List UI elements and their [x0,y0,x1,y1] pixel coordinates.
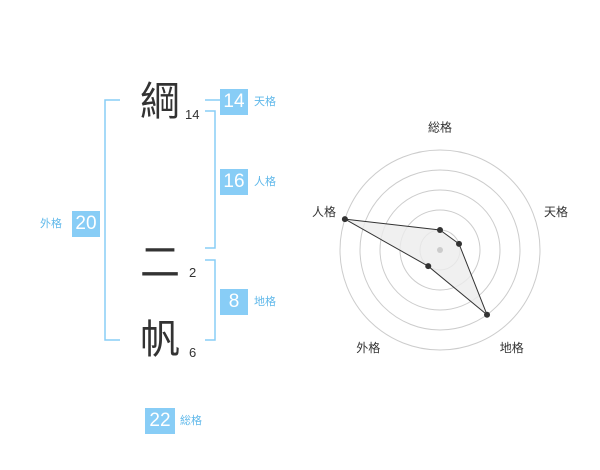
radar-ring-5 [339,149,541,351]
radar-ring-3 [379,189,501,311]
jinkaku-bracket [205,110,216,249]
radar-ring-4 [359,169,521,331]
chikaku-label: 地格 [254,295,276,308]
radar-axis-label-0: 総格 [428,120,452,135]
jinkaku-label: 人格 [254,175,276,188]
radar-axis-label-2: 地格 [500,340,524,355]
gaikaku-value: 20 [72,211,100,237]
radar-points [341,216,491,318]
radar-point-1 [456,240,463,247]
radar-axis-label-3: 外格 [356,340,380,355]
radar-polygon [344,218,488,316]
radar-axis-label-1: 天格 [544,204,568,219]
chikaku-value: 8 [220,289,248,315]
name-char-3: 帆 [140,317,180,363]
radar-point-4 [341,216,348,223]
stroke-count-2: 2 [189,265,197,280]
soukaku-value: 22 [145,408,175,434]
radar-point-3 [425,263,432,270]
name-char-1: 綱 [140,79,180,125]
radar-point-2 [484,311,491,318]
gaikaku-label: 外格 [40,217,62,230]
stroke-count-1: 14 [185,107,200,122]
tenkaku-label: 天格 [254,95,276,108]
jinkaku-value: 16 [220,169,248,195]
soukaku-label: 総格 [180,414,202,427]
chikaku-bracket [205,259,216,341]
radar-center-dot [437,247,443,253]
name-char-2: 二 [140,240,180,286]
tenkaku-value: 14 [220,89,248,115]
stroke-count-3: 6 [189,345,197,360]
radar-axis-label-4: 人格 [312,204,336,219]
gaikaku-bracket [104,99,120,341]
radar-point-0 [437,227,443,233]
